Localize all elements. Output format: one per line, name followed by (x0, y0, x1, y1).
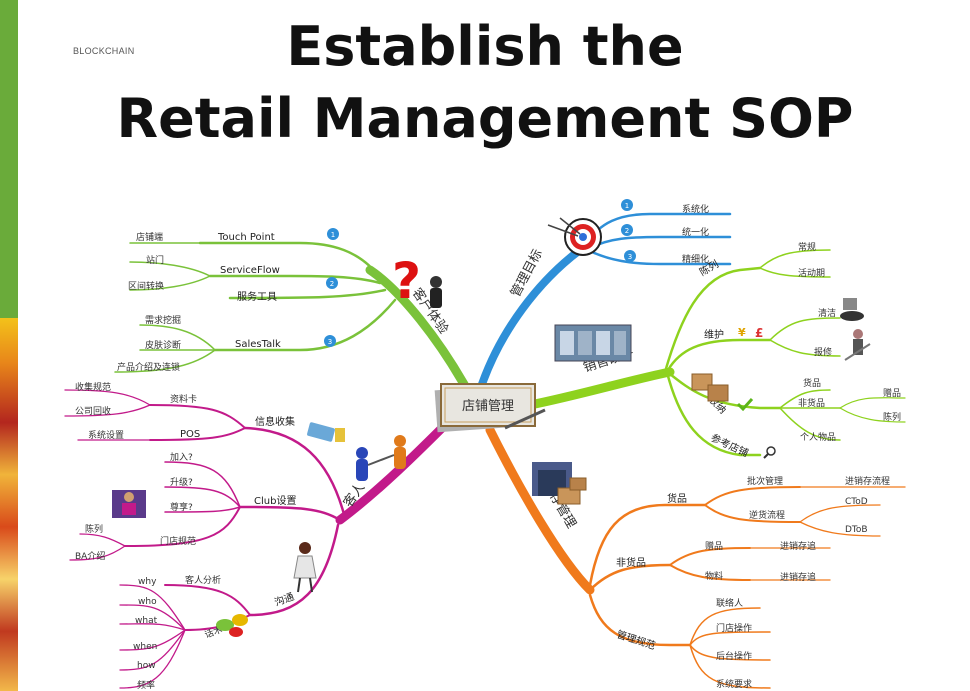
leaf: 陈列 (85, 523, 103, 535)
currency-icon: ¥ £ (738, 326, 763, 340)
leaf: 产品介绍及连锁 (117, 361, 180, 373)
leaf: 进销存追 (780, 571, 816, 583)
node-upgrade: 升级? (170, 476, 193, 488)
leaf: what (135, 616, 158, 626)
svg-text:¥: ¥ (738, 326, 746, 339)
node-batch-management: 批次管理 (747, 475, 783, 487)
node-store-standard: 门店规范 (160, 535, 196, 547)
leaf: how (137, 661, 156, 671)
leaf: 需求挖掘 (145, 314, 181, 326)
num-badge: 3 (328, 338, 332, 346)
leaf: 站门 (146, 254, 164, 266)
num-badge: 2 (330, 280, 334, 288)
check-icon (736, 397, 754, 412)
leaf: 非货品 (798, 397, 825, 409)
search-icon (763, 446, 776, 459)
svg-text:£: £ (755, 326, 763, 340)
boxes-icon (691, 373, 729, 402)
node-club-setup: Club设置 (254, 495, 296, 507)
warehouse-icon (532, 462, 587, 505)
leaf: 个人物品 (800, 431, 836, 443)
branch-sales-hardware (525, 367, 675, 410)
leaf: 清洁 (818, 307, 836, 319)
leaf: 公司回收 (75, 405, 111, 417)
goal-item: 系统化 (682, 203, 709, 215)
branch-management-goals (476, 246, 584, 394)
leaf: 门店操作 (716, 622, 752, 634)
leaf: when (133, 642, 157, 652)
leaf: 店铺端 (136, 231, 163, 243)
sidebar-fire-strip (0, 318, 18, 691)
node-touch-point: Touch Point (217, 232, 275, 243)
store-photo-icon (554, 324, 632, 362)
leaf: 皮肤诊断 (145, 339, 181, 351)
leaf: 常规 (798, 241, 816, 253)
leaf: 后台操作 (716, 650, 752, 662)
card-reader-icon (307, 422, 345, 442)
page-title-line1: Establish the (286, 15, 684, 78)
node-data-card: 资料卡 (170, 393, 197, 405)
node-serviceflow: ServiceFlow (220, 265, 280, 276)
leaf: 区间转换 (128, 280, 164, 292)
leaf: BA介绍 (75, 550, 105, 562)
leaf: 系统设置 (88, 429, 124, 441)
node-reference-store: 参考店铺 (709, 431, 751, 460)
node-non-goods: 非货品 (616, 556, 646, 569)
leaf: 陈列 (883, 411, 901, 423)
num-badge: 1 (331, 231, 335, 239)
cleaning-worker-icon (840, 298, 864, 321)
goal-item: 精细化 (682, 253, 709, 265)
leaf: 联络人 (716, 597, 743, 609)
leaf: 货品 (803, 377, 821, 389)
question-mark-icon: ? (392, 252, 442, 310)
brand-label: BLOCKCHAIN (73, 46, 135, 56)
node-maintenance: 维护 (704, 328, 724, 341)
node-info-collection: 信息收集 (255, 415, 295, 428)
leaf: DToB (845, 525, 868, 535)
leaf: 赠品 (883, 387, 901, 399)
node-service-tools: 服务工具 (237, 290, 277, 303)
leaf: who (138, 597, 157, 607)
node-gifts: 赠品 (705, 540, 723, 552)
center-node-label: 店铺管理 (462, 399, 514, 414)
leaf: 进销存流程 (845, 475, 890, 487)
sidebar-green-strip (0, 0, 18, 318)
node-pos: POS (180, 429, 200, 440)
node-customer-analysis: 客人分析 (185, 574, 221, 586)
repair-worker-icon (844, 329, 871, 361)
leaf: 进销存追 (780, 540, 816, 552)
speech-bubbles-icon (216, 614, 248, 637)
leaf: CToD (845, 497, 868, 507)
node-return-flow: 逆货流程 (749, 509, 785, 521)
branch-inventory (485, 425, 595, 595)
num-badge: 2 (625, 227, 629, 235)
node-salestalk: SalesTalk (235, 339, 281, 350)
goal-item: 统一化 (682, 226, 709, 238)
leaf: 频率 (137, 679, 155, 691)
leaf: 活动期 (798, 267, 825, 279)
node-privilege: 尊享? (170, 501, 193, 513)
target-icon (547, 217, 602, 256)
leaf: why (138, 577, 157, 587)
club-figure-icon (112, 490, 146, 518)
node-join: 加入? (170, 452, 193, 463)
center-node: 店铺管理 (434, 383, 546, 433)
num-badge: 3 (628, 253, 632, 261)
node-goods: 货品 (667, 492, 687, 505)
svg-text:?: ? (392, 252, 421, 310)
leaf: 报修 (814, 346, 832, 358)
handshake-people-icon (356, 435, 406, 481)
page-title-line2: Retail Management SOP (116, 87, 854, 150)
num-badge: 1 (625, 202, 629, 210)
pen-icon (504, 408, 546, 430)
node-management-standards: 管理规范 (615, 627, 657, 652)
leaf: 系统要求 (716, 678, 752, 690)
woman-figure-icon (293, 542, 317, 593)
node-materials: 物料 (705, 570, 723, 582)
leaf: 收集规范 (75, 381, 111, 393)
